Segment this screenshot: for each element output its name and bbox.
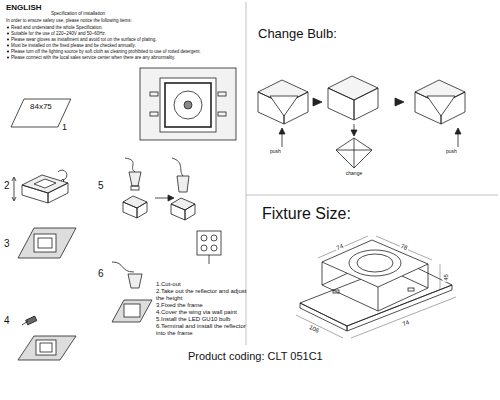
- dimension: 74: [401, 319, 412, 329]
- note-text: Please wear gloves as installment and av…: [11, 37, 157, 42]
- note-text: Read and understand the whole Specificat…: [11, 25, 103, 30]
- push-label: push: [446, 149, 457, 155]
- section-title: Fixture Size:: [262, 205, 351, 223]
- dimension-text: 84x75: [30, 103, 52, 111]
- heading: ENGLISH: [6, 3, 42, 12]
- callout-number: 3: [4, 238, 10, 250]
- callout-number: 4: [4, 315, 10, 327]
- step-text: 1.Cut-out: [156, 281, 181, 288]
- callout-number: 1: [62, 122, 67, 132]
- push-label: push: [270, 149, 281, 155]
- dimension: 78: [399, 243, 410, 253]
- dimension: 74: [335, 243, 346, 253]
- callout-number: 5: [98, 180, 104, 192]
- change-label: change: [346, 171, 362, 177]
- dimension: 45: [443, 273, 450, 282]
- section-title: Change Bulb:: [258, 27, 337, 42]
- step-text: 3.Fixed the frame: [156, 302, 203, 309]
- dimension: 106: [307, 324, 321, 336]
- callout-number: 2: [4, 180, 10, 192]
- note-text: Suitable for the use of 220~240V and 50~…: [11, 31, 106, 36]
- step-text: 4.Cover the wing via wall paint: [156, 309, 237, 316]
- note-text: Must be installed on the fixed please an…: [11, 43, 136, 48]
- product-code: Product coding: CLT 051C1: [188, 350, 323, 363]
- note-text: Please connect with the local sales serv…: [11, 55, 175, 60]
- subheading: Specification of installation: [51, 11, 105, 16]
- callout-number: 6: [98, 268, 104, 280]
- note-text: Please turn off the lighting source by s…: [11, 49, 201, 54]
- step-text: 2.Take out the reflector and adjust the …: [156, 288, 256, 302]
- step-text: 5.Install the LED GU10 bulb: [156, 316, 230, 323]
- note-text: In order to ensure safety use, please no…: [6, 18, 132, 23]
- step-text: 6.Terminal and install the reflector int…: [156, 323, 256, 337]
